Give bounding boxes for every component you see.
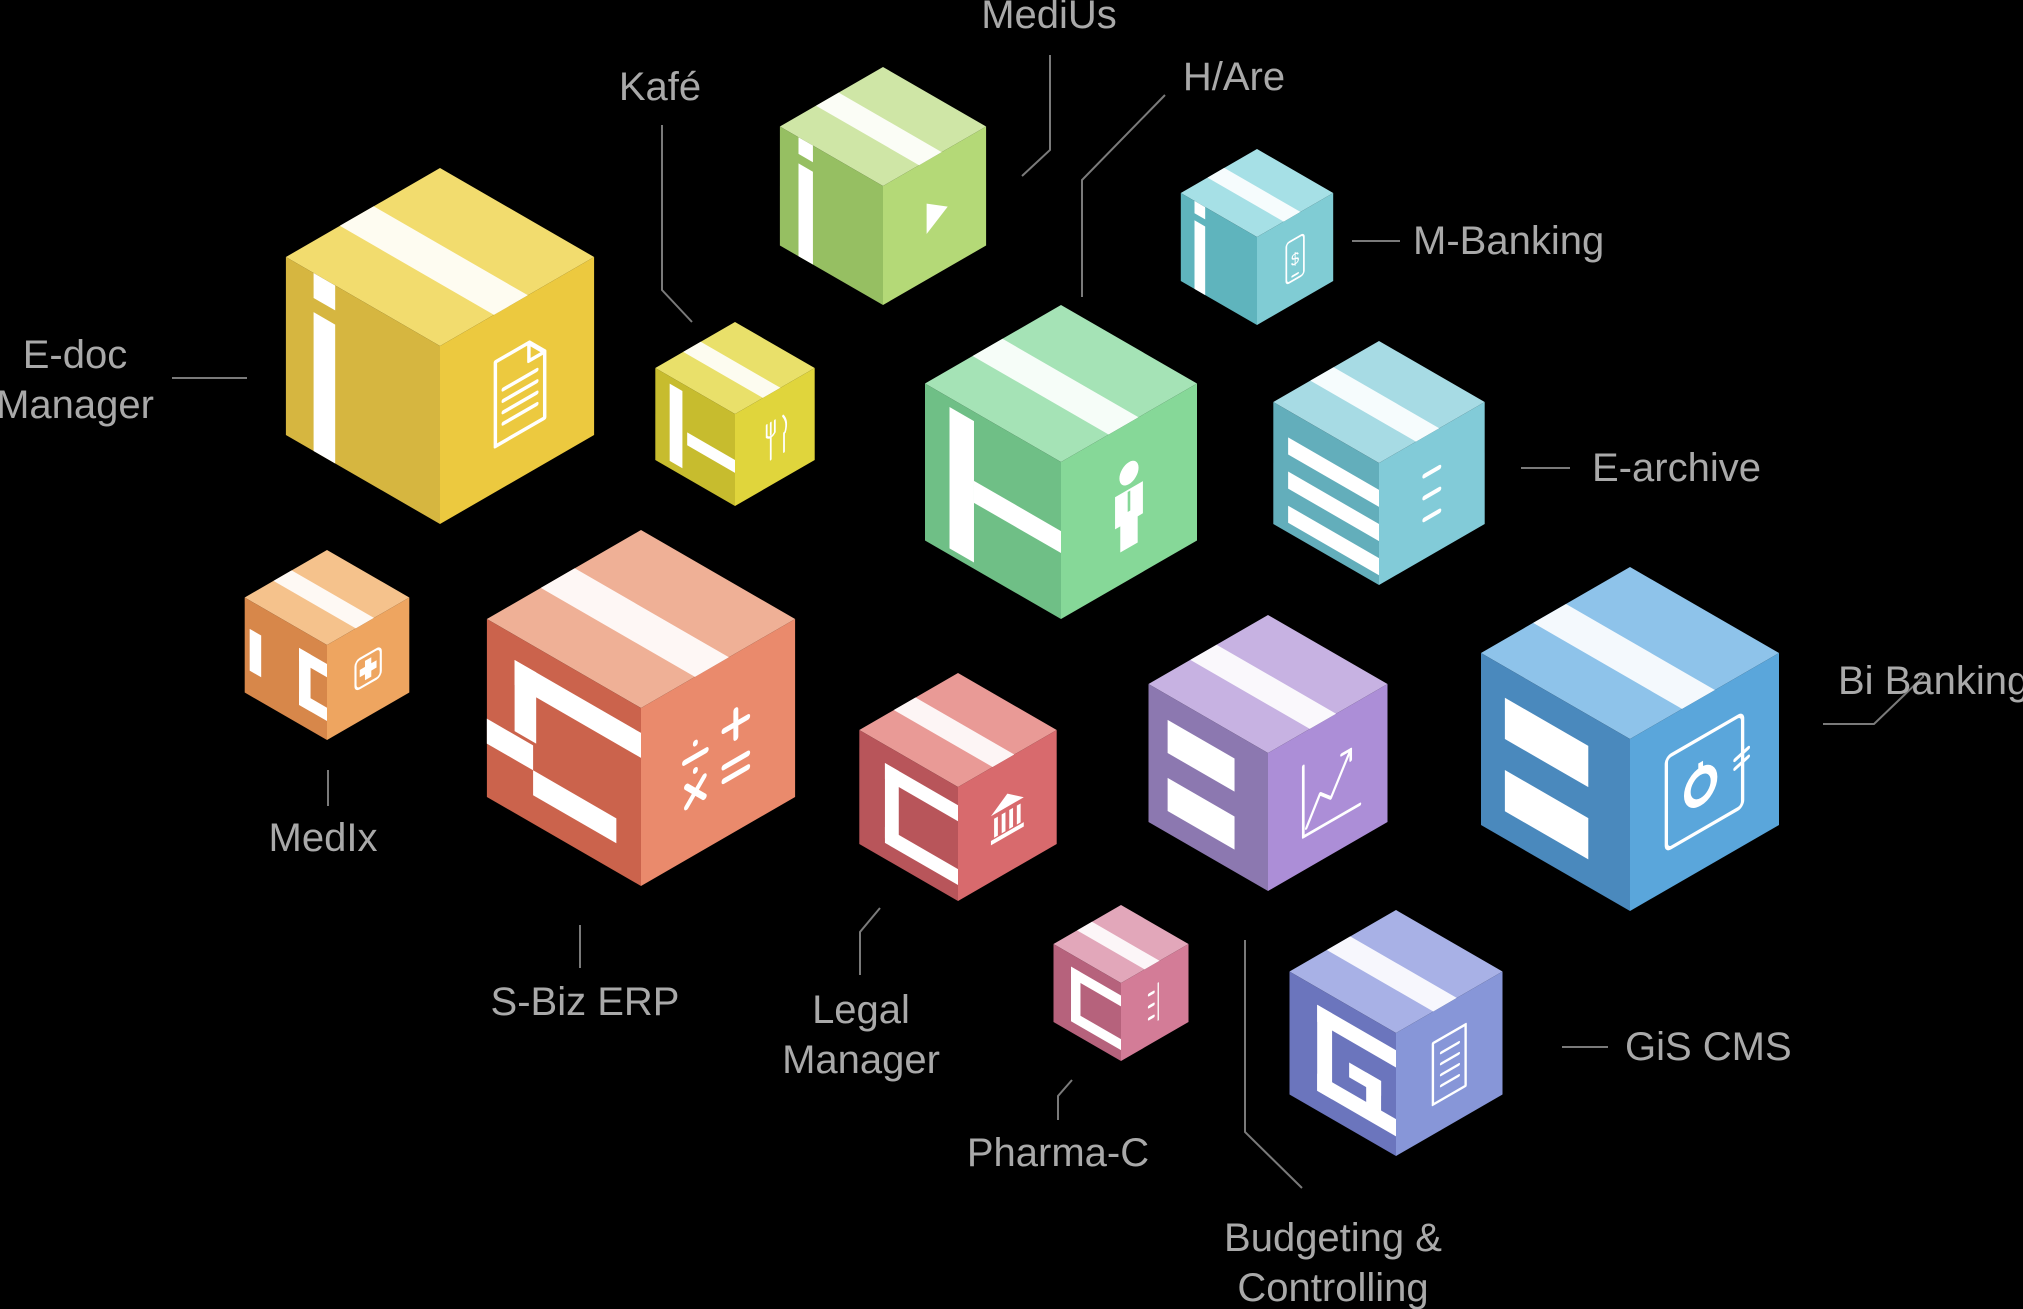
cube-right-face bbox=[1121, 944, 1189, 1061]
cube-budget bbox=[1148, 615, 1388, 891]
fork-knife-icon bbox=[765, 414, 788, 461]
drawers-icon bbox=[1422, 464, 1442, 523]
pill-cabinet-icon bbox=[1147, 982, 1159, 1021]
label-earchive: E-archive bbox=[1592, 446, 1761, 490]
person-icon bbox=[1115, 460, 1143, 553]
cube-letter-glyph bbox=[1194, 200, 1206, 296]
label-pharma: Pharma-C bbox=[967, 1131, 1149, 1175]
cube-medius bbox=[779, 67, 987, 305]
leader-line-hare bbox=[1081, 94, 1166, 297]
document-icon bbox=[493, 340, 547, 449]
cube-kafe bbox=[655, 322, 815, 506]
label-medix: MedIx bbox=[269, 816, 378, 860]
cube-tape bbox=[972, 338, 1139, 435]
cube-letter-glyph bbox=[1167, 719, 1235, 850]
cube-tape bbox=[1190, 644, 1337, 729]
leader-line-legal bbox=[859, 907, 881, 975]
cube-pharma bbox=[1053, 905, 1189, 1061]
cube-letter-glyph bbox=[1504, 697, 1589, 860]
cube-letter-glyph bbox=[669, 383, 735, 473]
label-bibank: Bi Banking bbox=[1838, 659, 2023, 703]
cube-letter-glyph bbox=[486, 659, 641, 844]
medical-cross-icon bbox=[354, 647, 382, 691]
label-edoc: Manager bbox=[0, 383, 154, 427]
cube-right-face bbox=[440, 257, 595, 524]
cube-letter-glyph bbox=[949, 407, 1062, 563]
cube-tape bbox=[1310, 367, 1440, 442]
cube-sbiz bbox=[486, 530, 796, 886]
cube-letter-glyph bbox=[313, 273, 336, 464]
label-legal: Legal bbox=[812, 988, 910, 1032]
cube-tape bbox=[893, 697, 1015, 767]
leader-line-budget bbox=[1244, 940, 1303, 1189]
cube-tape bbox=[540, 568, 729, 677]
cube-tape bbox=[1207, 167, 1301, 222]
calculator-icon bbox=[682, 707, 751, 811]
label-edoc: E-doc bbox=[23, 333, 128, 377]
cube-tape bbox=[339, 206, 528, 315]
leader-line-medius bbox=[1021, 55, 1051, 177]
cube-earchive bbox=[1273, 341, 1485, 585]
cube-right-face bbox=[641, 619, 796, 886]
leader-line-kafe bbox=[661, 125, 693, 323]
cube-mbanking: $ bbox=[1180, 149, 1334, 325]
cube-letter-glyph bbox=[1317, 1004, 1397, 1137]
label-gis: GiS CMS bbox=[1625, 1025, 1792, 1069]
cube-bibank bbox=[1481, 567, 1779, 911]
cube-gis bbox=[1289, 910, 1503, 1156]
cube-tape bbox=[683, 341, 781, 398]
safe-icon bbox=[1664, 713, 1750, 851]
label-legal: Manager bbox=[782, 1038, 940, 1082]
cube-tape bbox=[273, 570, 374, 629]
cube-right-face bbox=[1268, 684, 1388, 891]
cube-letter-glyph bbox=[1071, 966, 1122, 1051]
label-mbanking: M-Banking bbox=[1413, 219, 1604, 263]
cube-tape bbox=[1326, 936, 1457, 1012]
cube-letter-glyph bbox=[798, 137, 813, 265]
cube-right-face bbox=[735, 368, 815, 506]
cube-letter-glyph bbox=[249, 628, 327, 722]
bank-building-icon bbox=[990, 793, 1024, 846]
cube-right-face bbox=[1396, 971, 1503, 1156]
cube-letter-glyph bbox=[1288, 437, 1380, 576]
cube-tape bbox=[1533, 604, 1715, 709]
page-list-icon bbox=[1431, 1022, 1467, 1107]
label-sbiz: S-Biz ERP bbox=[491, 980, 680, 1024]
cube-right-face bbox=[1257, 193, 1334, 325]
label-hare: H/Are bbox=[1183, 55, 1285, 99]
cube-letter-glyph bbox=[884, 763, 959, 886]
cube-hare bbox=[925, 305, 1197, 619]
phone-dollar-icon: $ bbox=[1285, 233, 1305, 285]
leader-line-bibank bbox=[1823, 674, 1924, 725]
svg-text:$: $ bbox=[1291, 247, 1300, 271]
cube-tape bbox=[816, 92, 942, 166]
play-icon bbox=[926, 203, 948, 235]
cube-edoc bbox=[285, 168, 595, 524]
chart-up-icon bbox=[1301, 747, 1362, 839]
label-kafe: Kafé bbox=[619, 65, 701, 109]
cube-tape bbox=[1077, 921, 1160, 970]
cube-legal bbox=[859, 673, 1057, 901]
cube-medix bbox=[244, 550, 410, 740]
label-medius: MediUs bbox=[981, 0, 1117, 37]
label-budget: Budgeting & bbox=[1224, 1216, 1442, 1260]
leader-line-pharma bbox=[1057, 1079, 1073, 1120]
label-budget: Controlling bbox=[1237, 1266, 1428, 1309]
cube-right-face bbox=[958, 730, 1057, 901]
